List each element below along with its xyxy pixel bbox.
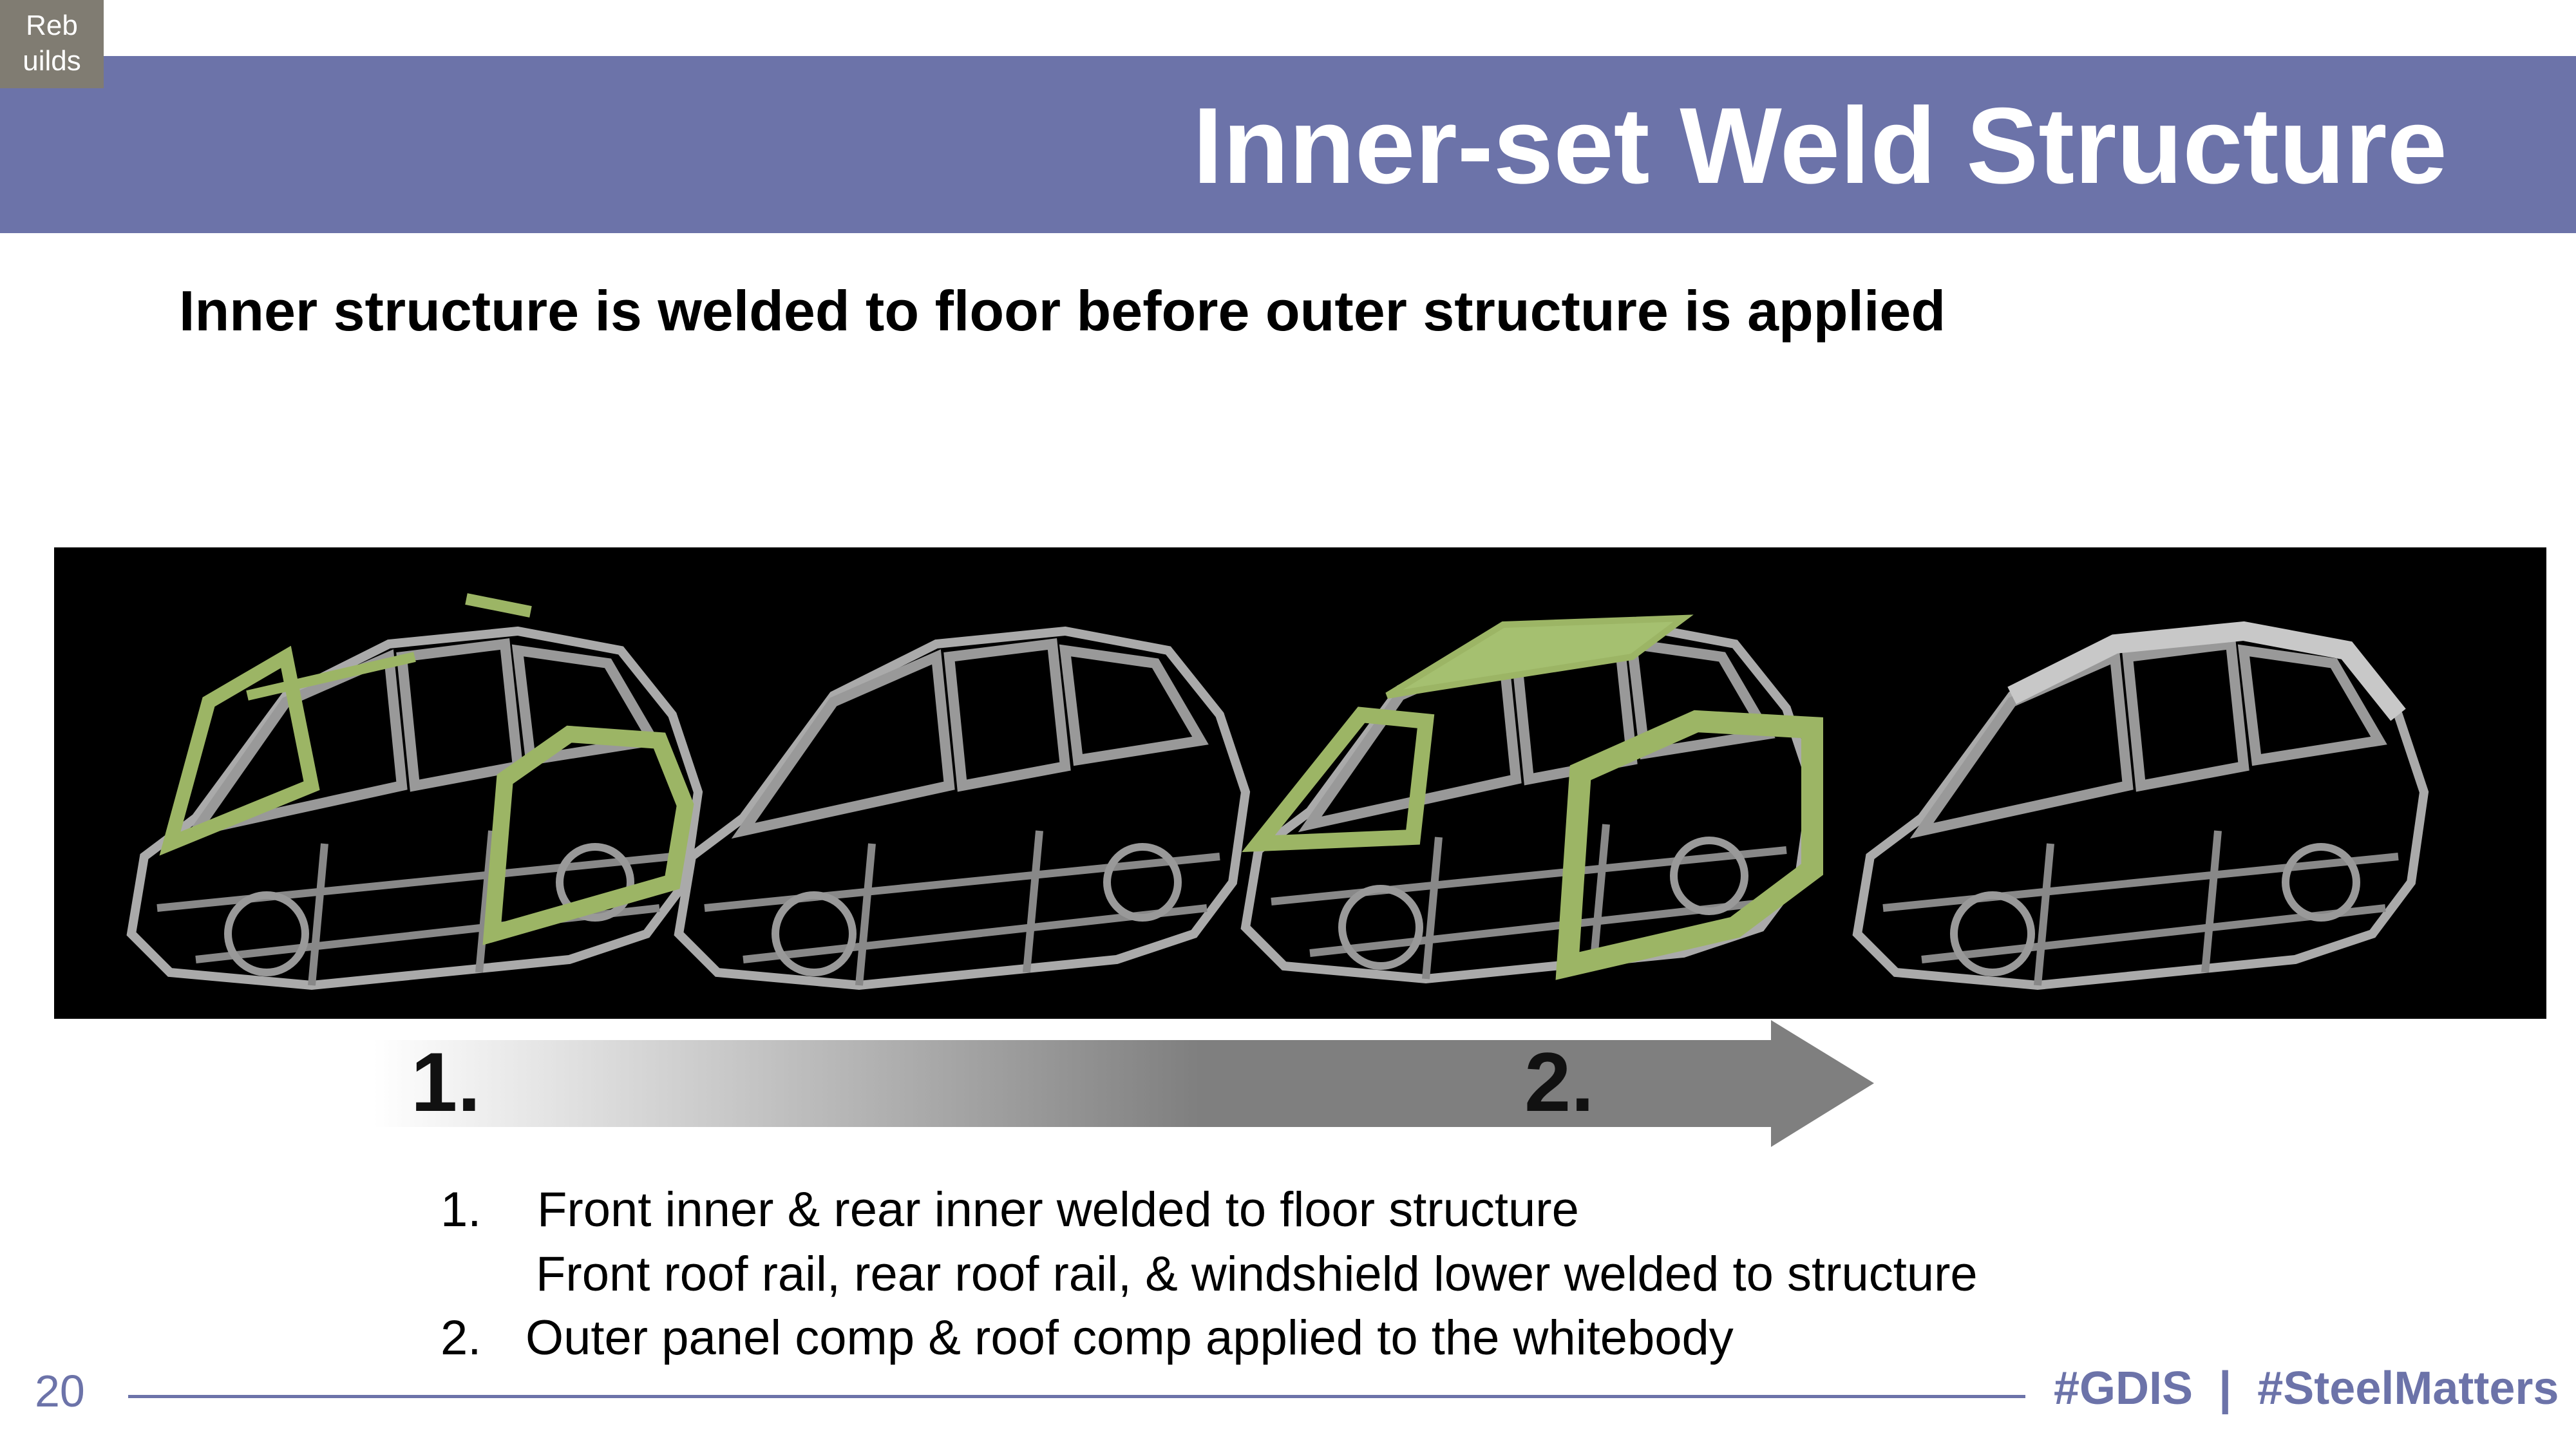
- car-stage-3: [1245, 614, 1823, 979]
- slide-subtitle: Inner structure is welded to floor befor…: [179, 279, 1946, 343]
- list-item-1-text: Front inner & rear inner welded to floor…: [537, 1182, 1579, 1237]
- list-item-2-text: Outer panel comp & roof comp applied to …: [526, 1311, 1734, 1365]
- list-item-2-number: 2.: [440, 1311, 482, 1365]
- car-stage-2: [679, 631, 1245, 985]
- footer-hashtags: #GDIS | #SteelMatters: [2054, 1363, 2559, 1414]
- footer-divider: [128, 1395, 2025, 1398]
- step-2-label: 2.: [1524, 1035, 1595, 1129]
- list-item-1-number: 1.: [440, 1182, 482, 1237]
- car-stage-4: [1857, 621, 2424, 985]
- step-1-label: 1.: [411, 1035, 481, 1129]
- header-band: [0, 56, 2576, 233]
- list-item-1-subtext: Front roof rail, rear roof rail, & winds…: [536, 1247, 1978, 1302]
- slide-title: Inner-set Weld Structure: [1193, 85, 2447, 206]
- body-in-white-image: [54, 547, 2546, 1019]
- page-number: 20: [35, 1366, 85, 1416]
- process-arrow: [374, 1020, 1874, 1147]
- badge-line-2: uilds: [23, 45, 81, 77]
- car-stage-1: [131, 593, 698, 985]
- rebuilds-badge: Reb uilds: [0, 0, 104, 88]
- badge-line-1: Reb: [26, 10, 78, 41]
